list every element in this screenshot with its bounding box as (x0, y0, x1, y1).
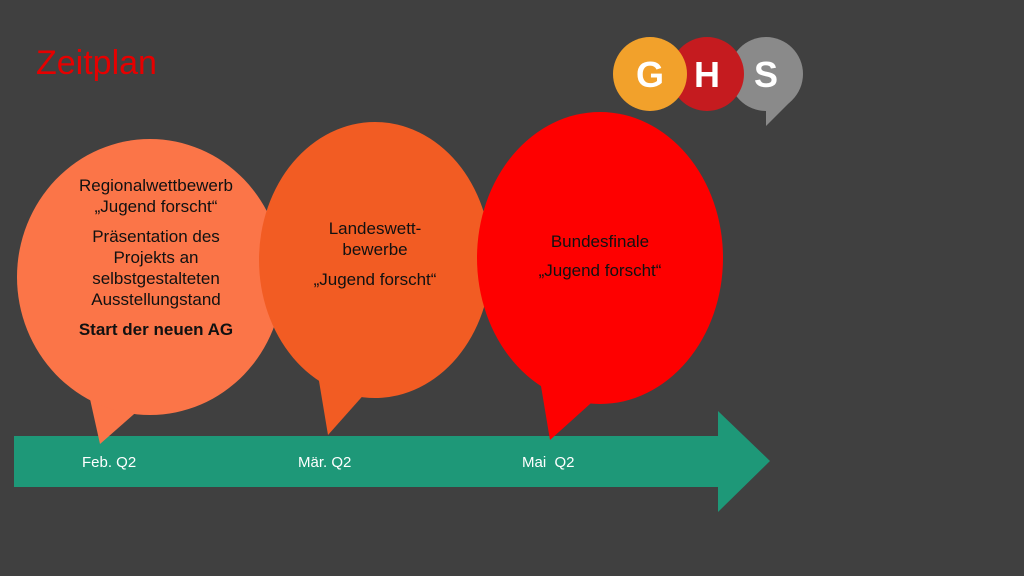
logo-letter-g: G (636, 54, 664, 95)
logo-circle-g (613, 37, 687, 111)
bubble2-line: bewerbe (342, 240, 408, 260)
logo-circle-s (729, 37, 803, 111)
bubble-text-bundes: Bundesfinale „Jugend forscht“ (500, 231, 700, 282)
slide-title: Zeitplan (36, 44, 157, 82)
bubble1-line: Ausstellungstand (91, 290, 221, 310)
bubble1-line: Projekts an (113, 247, 199, 267)
bubble-text-regional: Regionalwettbewerb „Jugend forscht“ Präs… (46, 175, 266, 340)
bubble1-line: selbstgestalteten (92, 269, 220, 288)
bubble1-line: Regionalwettbewerb (78, 176, 234, 195)
bubble3-line: „Jugend forscht“ (538, 261, 662, 281)
timeline-label-maer: Mär. Q2 (298, 454, 352, 471)
bubble1-line: „Jugend forscht“ (94, 197, 218, 217)
speech-bubble-regional (17, 139, 283, 444)
bubble3-line: Bundesfinale (550, 232, 650, 251)
bubble1-line: Präsentation des (92, 226, 220, 246)
bubble2-line: Landeswett- (328, 219, 422, 238)
bubble-text-landes: Landeswett- bewerbe „Jugend forscht“ (285, 218, 465, 290)
logo-letter-s: S (754, 54, 778, 95)
timeline-label-feb: Feb. Q2 (82, 454, 137, 471)
logo-letter-h: H (694, 54, 720, 95)
speech-bubble-landes (259, 122, 491, 435)
bubble2-line: „Jugend forscht“ (313, 269, 437, 289)
bubble1-highlight: Start der neuen AG (78, 319, 234, 339)
speech-bubble-bundes (477, 112, 723, 440)
logo-circle-h (670, 37, 744, 111)
timeline-label-mai: Mai Q2 (522, 454, 575, 471)
timeline-arrow (14, 411, 770, 512)
ghs-logo: G H S (613, 37, 803, 126)
